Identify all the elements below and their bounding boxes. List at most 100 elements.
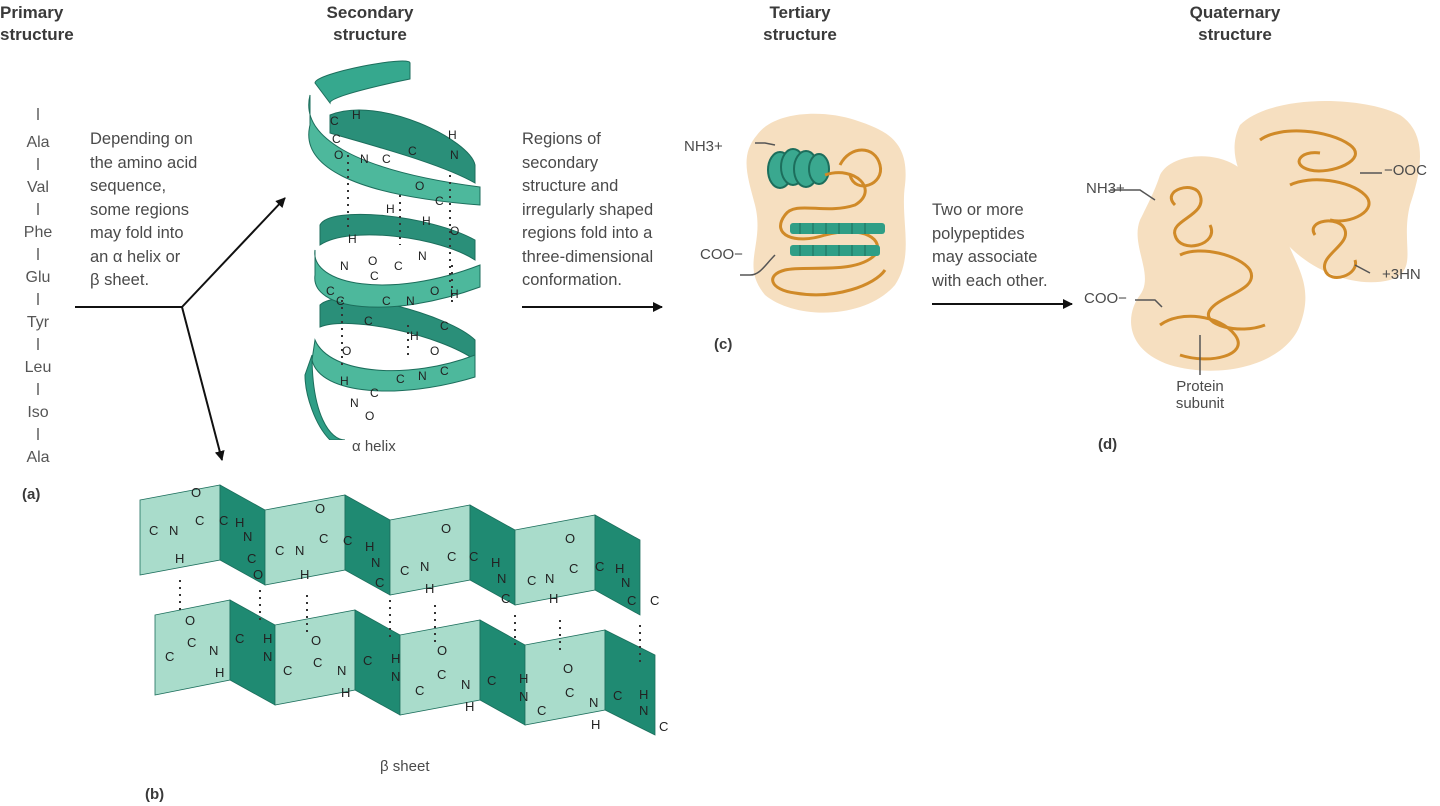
beta-strand-bottom bbox=[154, 599, 656, 736]
tertiary-helix bbox=[767, 148, 830, 189]
svg-text:C: C bbox=[219, 513, 228, 528]
quaternary-structure-illustration bbox=[1110, 101, 1420, 375]
svg-text:C: C bbox=[375, 575, 384, 590]
svg-text:H: H bbox=[341, 685, 350, 700]
arrow-to-sheet bbox=[181, 306, 225, 461]
quaternary-n-terminus-2: +3HN bbox=[1382, 266, 1421, 283]
heading-secondary-structure: Secondary structure bbox=[300, 2, 440, 46]
description-line: irregularly shaped bbox=[522, 200, 654, 219]
tertiary-n-terminus: NH3+ bbox=[684, 138, 723, 155]
svg-text:H: H bbox=[465, 699, 474, 714]
heading-primary-structure: Primary structure bbox=[0, 2, 74, 46]
svg-text:H: H bbox=[591, 717, 600, 732]
svg-text:C: C bbox=[363, 653, 372, 668]
svg-text:N: N bbox=[340, 259, 349, 273]
svg-text:N: N bbox=[418, 249, 427, 263]
svg-text:C: C bbox=[527, 573, 536, 588]
description-line: with each other. bbox=[932, 271, 1048, 290]
svg-text:C: C bbox=[330, 114, 339, 128]
svg-text:N: N bbox=[545, 571, 554, 586]
svg-text:H: H bbox=[410, 329, 419, 343]
svg-text:O: O bbox=[565, 531, 575, 546]
svg-text:C: C bbox=[415, 683, 424, 698]
svg-text:N: N bbox=[461, 677, 470, 692]
svg-text:O: O bbox=[365, 409, 374, 423]
heading-quaternary-structure: Quaternary structure bbox=[1165, 2, 1305, 46]
svg-text:O: O bbox=[334, 148, 343, 162]
svg-text:O: O bbox=[415, 179, 424, 193]
panel-label-a: (a) bbox=[22, 486, 41, 503]
svg-text:H: H bbox=[615, 561, 624, 576]
svg-text:C: C bbox=[370, 269, 379, 283]
svg-text:O: O bbox=[315, 501, 325, 516]
svg-text:C: C bbox=[370, 386, 379, 400]
svg-text:N: N bbox=[639, 703, 648, 718]
svg-text:C: C bbox=[275, 543, 284, 558]
svg-text:N: N bbox=[450, 148, 459, 162]
description-line: polypeptides bbox=[932, 224, 1025, 243]
beta-sheet-label: β sheet bbox=[380, 758, 430, 775]
heading-secondary-line2: structure bbox=[333, 25, 407, 44]
quaternary-n-terminus: NH3+ bbox=[1086, 180, 1125, 197]
svg-text:O: O bbox=[563, 661, 573, 676]
svg-text:H: H bbox=[448, 128, 457, 142]
svg-text:C: C bbox=[400, 563, 409, 578]
svg-text:C: C bbox=[336, 294, 345, 308]
svg-text:C: C bbox=[394, 259, 403, 273]
svg-text:N: N bbox=[406, 294, 415, 308]
description-line: β sheet. bbox=[90, 271, 150, 289]
svg-text:C: C bbox=[659, 719, 668, 734]
alpha-helix-label: α helix bbox=[352, 438, 396, 455]
heading-quaternary-line2: structure bbox=[1198, 25, 1272, 44]
svg-text:N: N bbox=[243, 529, 252, 544]
amino-acid: Val bbox=[27, 179, 49, 196]
svg-text:O: O bbox=[430, 284, 439, 298]
svg-text:N: N bbox=[337, 663, 346, 678]
svg-text:C: C bbox=[569, 561, 578, 576]
svg-text:N: N bbox=[621, 575, 630, 590]
svg-text:C: C bbox=[537, 703, 546, 718]
svg-text:O: O bbox=[185, 613, 195, 628]
description-quaternary: Two or more polypeptides may associate w… bbox=[932, 199, 1048, 293]
description-secondary: Depending on the amino acid sequence, so… bbox=[90, 128, 197, 293]
heading-tertiary-line2: structure bbox=[763, 25, 837, 44]
svg-text:O: O bbox=[437, 643, 447, 658]
svg-text:H: H bbox=[639, 687, 648, 702]
amino-acid: Ala bbox=[26, 449, 50, 466]
description-line: the amino acid bbox=[90, 153, 198, 172]
svg-text:H: H bbox=[175, 551, 184, 566]
svg-text:C: C bbox=[382, 294, 391, 308]
svg-text:C: C bbox=[440, 364, 449, 378]
protein-subunit-line2: subunit bbox=[1175, 395, 1225, 412]
svg-text:N: N bbox=[519, 689, 528, 704]
svg-text:O: O bbox=[342, 344, 351, 358]
svg-text:C: C bbox=[408, 144, 417, 158]
heading-secondary-line1: Secondary bbox=[326, 3, 414, 22]
heading-tertiary-structure: Tertiary structure bbox=[730, 2, 870, 46]
svg-text:C: C bbox=[364, 314, 373, 328]
description-line: Regions of bbox=[522, 130, 601, 148]
panel-label-d: (d) bbox=[1098, 436, 1118, 453]
svg-text:H: H bbox=[352, 108, 361, 122]
svg-text:C: C bbox=[165, 649, 174, 664]
svg-text:C: C bbox=[565, 685, 574, 700]
svg-text:H: H bbox=[450, 287, 459, 301]
svg-text:H: H bbox=[386, 202, 395, 216]
panel-label-b: (b) bbox=[145, 786, 165, 803]
svg-text:C: C bbox=[437, 667, 446, 682]
description-line: may fold into bbox=[90, 224, 184, 242]
svg-text:N: N bbox=[360, 152, 369, 166]
svg-text:N: N bbox=[589, 695, 598, 710]
amino-acid: Phe bbox=[23, 224, 53, 241]
amino-acid: Leu bbox=[24, 359, 52, 376]
svg-text:N: N bbox=[169, 523, 178, 538]
amino-acid: Glu bbox=[25, 269, 51, 286]
svg-text:N: N bbox=[391, 669, 400, 684]
svg-text:H: H bbox=[491, 555, 500, 570]
description-line: Depending on bbox=[90, 130, 193, 148]
svg-text:C: C bbox=[235, 631, 244, 646]
